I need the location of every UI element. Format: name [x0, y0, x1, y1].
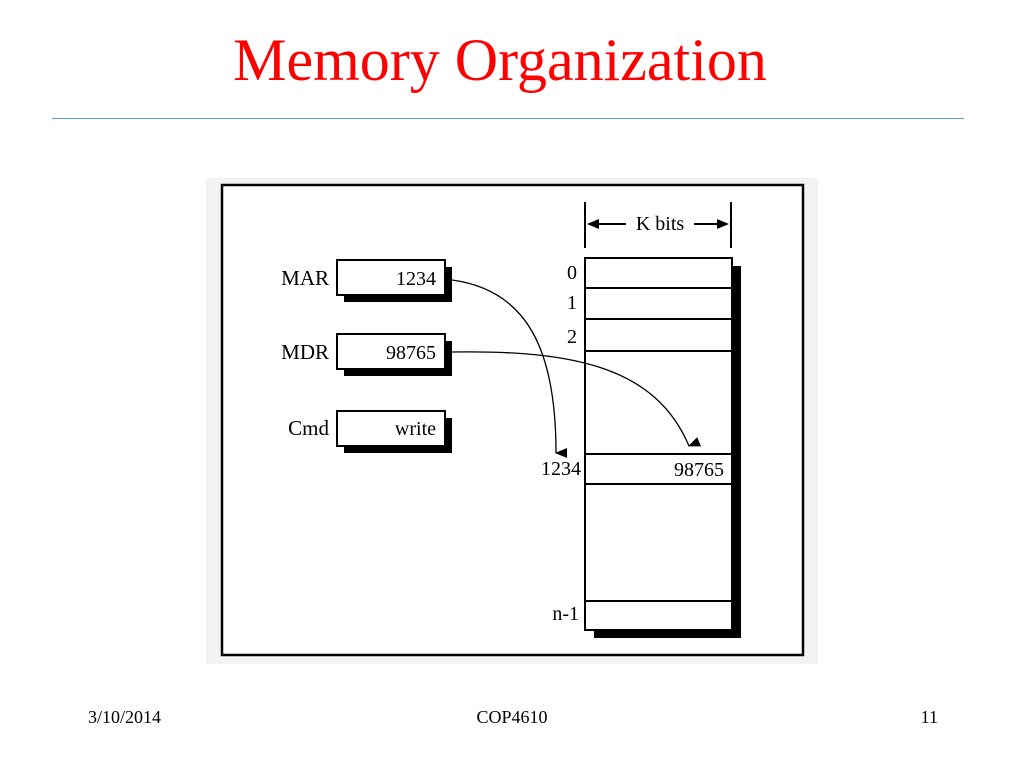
row-label-addressed: 1234: [541, 458, 581, 480]
row-label-0: 0: [567, 262, 577, 284]
cmd-register: Cmd write: [288, 410, 452, 453]
footer-course: COP4610: [476, 707, 548, 727]
row-label-last: n-1: [552, 603, 579, 625]
row-label-2: 2: [567, 326, 577, 348]
cmd-value: write: [395, 418, 436, 440]
mar-to-address-arrow: [451, 279, 568, 458]
title-divider: [52, 118, 964, 119]
memory-body: [584, 257, 733, 631]
mar-label: MAR: [281, 266, 329, 290]
memory-array: 98765: [584, 257, 741, 638]
memory-organization-figure: K bits 98765 0 1 2 1234 n-1 MAR 1234: [206, 178, 818, 664]
footer-page-number: 11: [920, 707, 938, 727]
addressed-cell-value: 98765: [674, 459, 724, 481]
row-label-1: 1: [567, 292, 577, 314]
k-bits-dimension: K bits: [584, 202, 732, 248]
mdr-value: 98765: [386, 342, 436, 364]
mar-register: MAR 1234: [281, 259, 452, 302]
mdr-to-cell-arrow: [451, 351, 702, 447]
footer-date: 3/10/2014: [88, 707, 162, 727]
memory-diagram: K bits 98765 0 1 2 1234 n-1 MAR 1234: [220, 183, 805, 657]
mar-value: 1234: [396, 268, 436, 290]
mdr-label: MDR: [281, 340, 329, 364]
k-bits-label: K bits: [636, 213, 685, 235]
mdr-register: MDR 98765: [281, 333, 452, 376]
cmd-label: Cmd: [288, 416, 329, 440]
slide-title: Memory Organization: [233, 27, 767, 93]
